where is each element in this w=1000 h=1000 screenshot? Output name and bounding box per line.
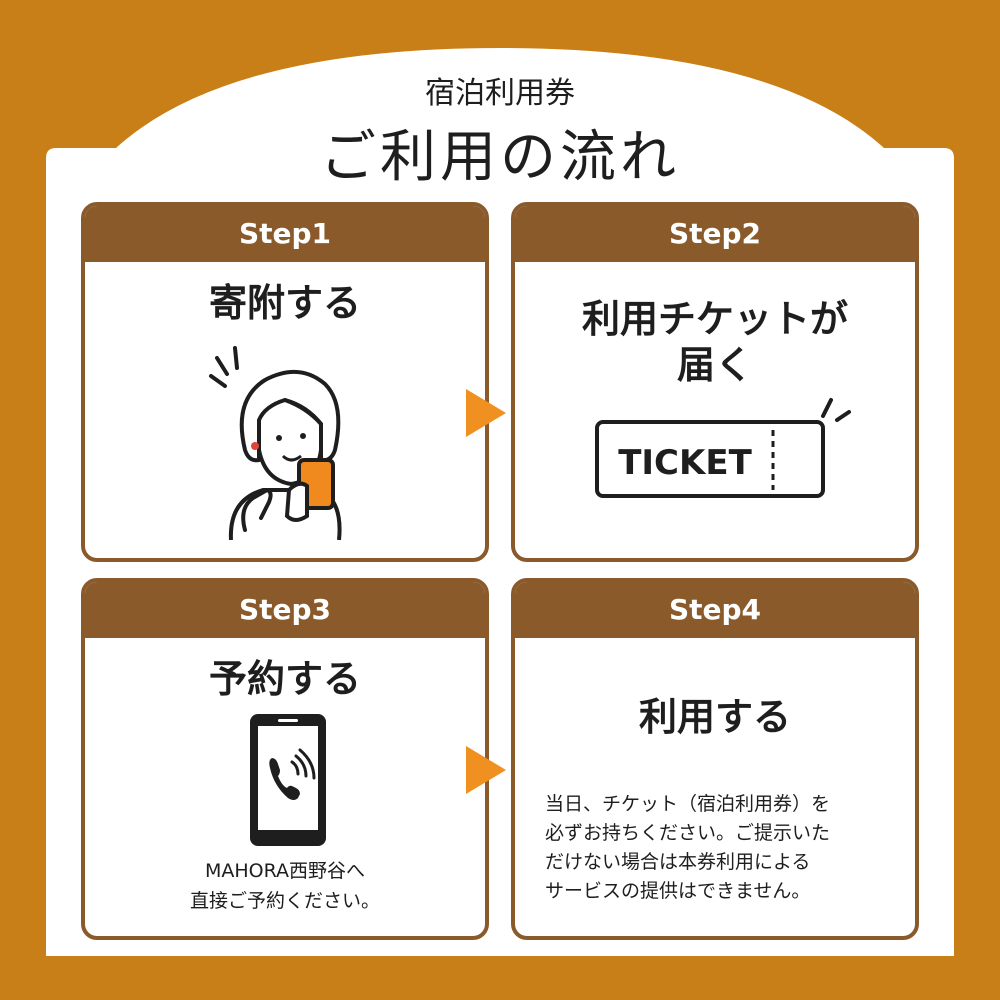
step2-title-line1: 利用チケットが (581, 297, 848, 341)
ticket-text: TICKET (618, 443, 752, 483)
ticket-icon: TICKET (595, 398, 851, 498)
arrow-right-icon (466, 746, 506, 794)
step3-body: 予約する MAHORA西野谷へ 直接ご予約ください。 (85, 638, 485, 936)
step3-text-line1: MAHORA西野谷へ (204, 860, 366, 882)
step3-label: Step3 (85, 582, 485, 638)
step2-title-line2: 届く (676, 343, 753, 387)
step4-card: Step4 利用する 当日、チケット（宿泊利用券）を 必ずお持ちください。ご提示… (511, 578, 919, 940)
step4-text-line1: 当日、チケット（宿泊利用券）を (545, 793, 831, 815)
step4-text-line2: 必ずお持ちください。ご提示いた (545, 822, 831, 844)
step3-card: Step3 予約する MAHORA西野谷へ 直接ご予約ください。 (81, 578, 489, 940)
woman-with-phone-icon (209, 346, 342, 540)
step4-text-line4: サービスの提供はできません。 (545, 880, 811, 902)
step4-title: 利用する (638, 695, 791, 739)
step4-body: 利用する 当日、チケット（宿泊利用券）を 必ずお持ちください。ご提示いた だけな… (515, 638, 915, 936)
step3-title: 予約する (208, 657, 361, 701)
step4-text-line3: だけない場合は本券利用による (545, 851, 811, 873)
page-title: ご利用の流れ (320, 125, 680, 190)
arrow-right-icon (466, 389, 506, 437)
main-panel: 宿泊利用券 ご利用の流れ Step1 寄附する (46, 38, 954, 956)
step3-text-line2: 直接ご予約ください。 (189, 890, 380, 912)
step1-body: 寄附する (85, 262, 485, 558)
step2-body: 利用チケットが 届く TICKET (515, 262, 915, 558)
page-subtitle: 宿泊利用券 (425, 76, 575, 111)
step1-card: Step1 寄附する (81, 202, 489, 562)
step2-label: Step2 (515, 206, 915, 262)
step2-card: Step2 利用チケットが 届く TICKET (511, 202, 919, 562)
step1-title: 寄附する (208, 281, 361, 325)
step4-label: Step4 (515, 582, 915, 638)
step1-label: Step1 (85, 206, 485, 262)
smartphone-call-icon (250, 714, 326, 846)
